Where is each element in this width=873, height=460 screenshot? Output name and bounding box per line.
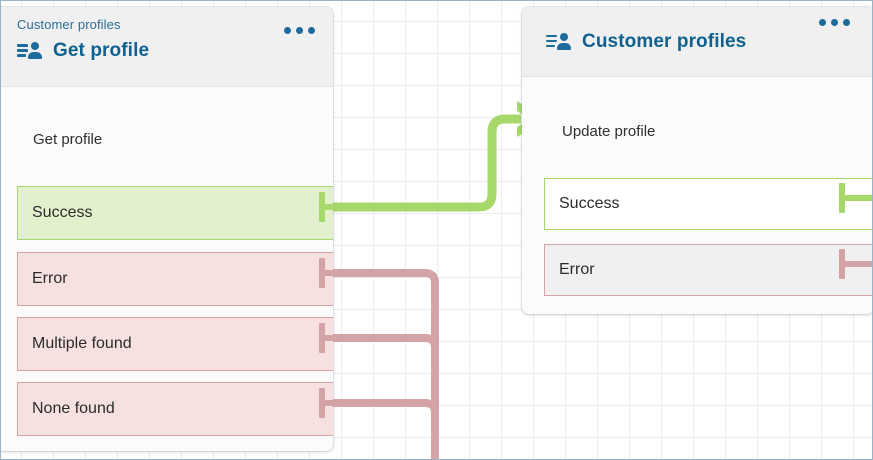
node-title-update-profile: Customer profiles xyxy=(546,31,746,53)
node-subtitle-update-profile: Update profile xyxy=(562,123,656,140)
outcome-row-success[interactable]: Success xyxy=(17,186,333,240)
connector-success-to-update-profile[interactable] xyxy=(333,114,521,212)
outcome-label: Error xyxy=(559,261,595,278)
outcome-label: Success xyxy=(32,204,93,221)
node-subtitle-get-profile: Get profile xyxy=(33,131,103,148)
node-title-text: Get profile xyxy=(53,40,150,61)
outcome-label: Multiple found xyxy=(32,335,132,352)
node-title-text: Customer profiles xyxy=(582,30,747,52)
outcome-row-multiple-found[interactable]: Multiple found xyxy=(17,317,333,371)
node-get-profile[interactable]: Customer profiles Get profile Get profil… xyxy=(1,7,333,451)
outcome-label: Success xyxy=(559,195,620,212)
connector-none-found[interactable] xyxy=(333,399,439,414)
outcome-label: Error xyxy=(32,270,68,287)
outcome-row-update-success[interactable]: Success xyxy=(544,178,872,230)
outcome-row-update-error[interactable]: Error xyxy=(544,244,872,296)
outcome-label: None found xyxy=(32,400,115,417)
more-options-icon-update-profile[interactable] xyxy=(819,19,850,26)
outcome-row-error[interactable]: Error xyxy=(17,252,333,306)
outcome-row-none-found[interactable]: None found xyxy=(17,382,333,436)
customer-profile-icon xyxy=(17,42,43,60)
node-title-get-profile: Get profile xyxy=(17,40,317,62)
customer-profile-icon xyxy=(546,32,572,51)
node-header-get-profile: Customer profiles Get profile xyxy=(1,7,333,87)
connector-error-trunk[interactable] xyxy=(333,269,439,460)
node-kicker-get-profile: Customer profiles xyxy=(17,17,121,32)
node-header-update-profile: Customer profiles xyxy=(522,7,872,77)
connector-multiple-found[interactable] xyxy=(333,334,439,349)
node-update-profile[interactable]: Customer profiles Update profile Success… xyxy=(522,7,872,314)
more-options-icon-get-profile[interactable] xyxy=(284,27,315,34)
